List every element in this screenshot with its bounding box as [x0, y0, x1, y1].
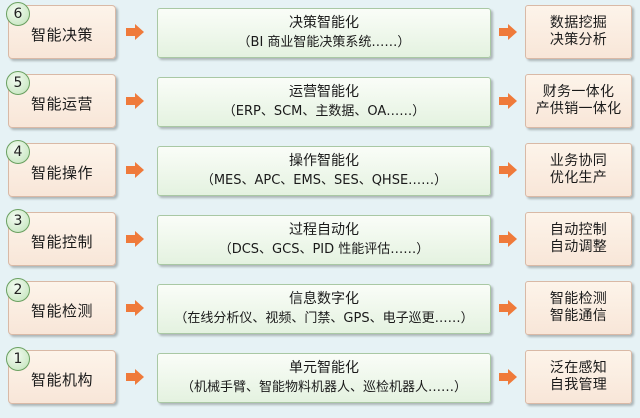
level-box: 4 智能操作: [6, 140, 116, 197]
level-label: 智能机构: [30, 371, 93, 389]
arrow-right-icon: [126, 231, 144, 247]
result-line: 泛在感知: [549, 360, 608, 376]
result-line: 业务协同: [549, 153, 608, 169]
result-box: 自动控制 自动调整: [525, 212, 632, 266]
arrow-right-icon: [126, 369, 144, 385]
capability-title: 单元智能化: [289, 360, 359, 376]
level-label: 智能控制: [30, 233, 93, 251]
result-box: 智能检测 智能通信: [525, 281, 632, 335]
capability-title: 决策智能化: [289, 15, 359, 31]
result-line: 优化生产: [549, 170, 608, 186]
result-box: 财务一体化 产供销一体化: [525, 74, 632, 128]
level-number-badge: 6: [6, 2, 30, 26]
capability-box: 单元智能化 （机械手臂、智能物料机器人、巡检机器人……）: [157, 353, 491, 403]
level-box: 5 智能运营: [6, 71, 116, 128]
capability-box: 信息数字化 （在线分析仪、视频、门禁、GPS、电子巡更……）: [157, 284, 491, 334]
level-number-badge: 1: [6, 347, 30, 371]
result-line: 智能通信: [549, 308, 608, 324]
level-label: 智能运营: [30, 95, 93, 113]
capability-detail: （DCS、GCS、PID 性能评估……）: [218, 242, 430, 257]
arrow-right-icon: [499, 93, 517, 109]
result-line: 数据挖掘: [549, 15, 608, 31]
result-box: 泛在感知 自我管理: [525, 350, 632, 404]
capability-title: 信息数字化: [289, 291, 359, 307]
arrow-right-icon: [499, 369, 517, 385]
level-label: 智能检测: [30, 302, 93, 320]
result-line: 自动调整: [549, 239, 608, 255]
level-box: 2 智能检测: [6, 278, 116, 335]
capability-title: 过程自动化: [289, 222, 359, 238]
arrow-right-icon: [126, 300, 144, 316]
level-label: 智能操作: [30, 164, 93, 182]
arrow-right-icon: [499, 231, 517, 247]
capability-detail: （在线分析仪、视频、门禁、GPS、电子巡更……）: [174, 311, 474, 326]
arrow-right-icon: [126, 24, 144, 40]
arrow-right-icon: [499, 162, 517, 178]
arrow-right-icon: [499, 24, 517, 40]
level-row-2: 2 智能检测 信息数字化 （在线分析仪、视频、门禁、GPS、电子巡更……） 智能…: [0, 278, 640, 338]
result-box: 业务协同 优化生产: [525, 143, 632, 197]
level-row-4: 4 智能操作 操作智能化 （MES、APC、EMS、SES、QHSE……） 业务…: [0, 140, 640, 200]
level-number-badge: 3: [6, 209, 30, 233]
arrow-right-icon: [126, 162, 144, 178]
level-number-badge: 4: [6, 140, 30, 164]
capability-title: 运营智能化: [289, 84, 359, 100]
level-row-3: 3 智能控制 过程自动化 （DCS、GCS、PID 性能评估……） 自动控制 自…: [0, 209, 640, 269]
result-line: 自动控制: [549, 222, 608, 238]
capability-detail: （BI 商业智能决策系统……）: [237, 35, 411, 50]
capability-box: 决策智能化 （BI 商业智能决策系统……）: [157, 8, 491, 58]
level-row-5: 5 智能运营 运营智能化 （ERP、SCM、主数据、OA……） 财务一体化 产供…: [0, 71, 640, 131]
arrow-right-icon: [126, 93, 144, 109]
level-box: 3 智能控制: [6, 209, 116, 266]
level-row-6: 6 智能决策 决策智能化 （BI 商业智能决策系统……） 数据挖掘 决策分析: [0, 2, 640, 62]
result-line: 决策分析: [549, 32, 608, 48]
level-box: 1 智能机构: [6, 347, 116, 404]
result-line: 自我管理: [549, 377, 608, 393]
level-number-badge: 2: [6, 278, 30, 302]
capability-box: 操作智能化 （MES、APC、EMS、SES、QHSE……）: [157, 146, 491, 196]
result-line: 产供销一体化: [535, 101, 622, 117]
capability-box: 过程自动化 （DCS、GCS、PID 性能评估……）: [157, 215, 491, 265]
level-row-1: 1 智能机构 单元智能化 （机械手臂、智能物料机器人、巡检机器人……） 泛在感知…: [0, 347, 640, 407]
arrow-right-icon: [499, 300, 517, 316]
capability-detail: （ERP、SCM、主数据、OA……）: [222, 104, 426, 119]
capability-detail: （机械手臂、智能物料机器人、巡检机器人……）: [180, 380, 467, 395]
level-box: 6 智能决策: [6, 2, 116, 59]
level-label: 智能决策: [30, 26, 93, 44]
level-number-badge: 5: [6, 71, 30, 95]
result-line: 智能检测: [549, 291, 608, 307]
result-box: 数据挖掘 决策分析: [525, 5, 632, 59]
result-line: 财务一体化: [542, 84, 615, 100]
capability-title: 操作智能化: [289, 153, 359, 169]
capability-detail: （MES、APC、EMS、SES、QHSE……）: [200, 173, 448, 188]
capability-box: 运营智能化 （ERP、SCM、主数据、OA……）: [157, 77, 491, 127]
